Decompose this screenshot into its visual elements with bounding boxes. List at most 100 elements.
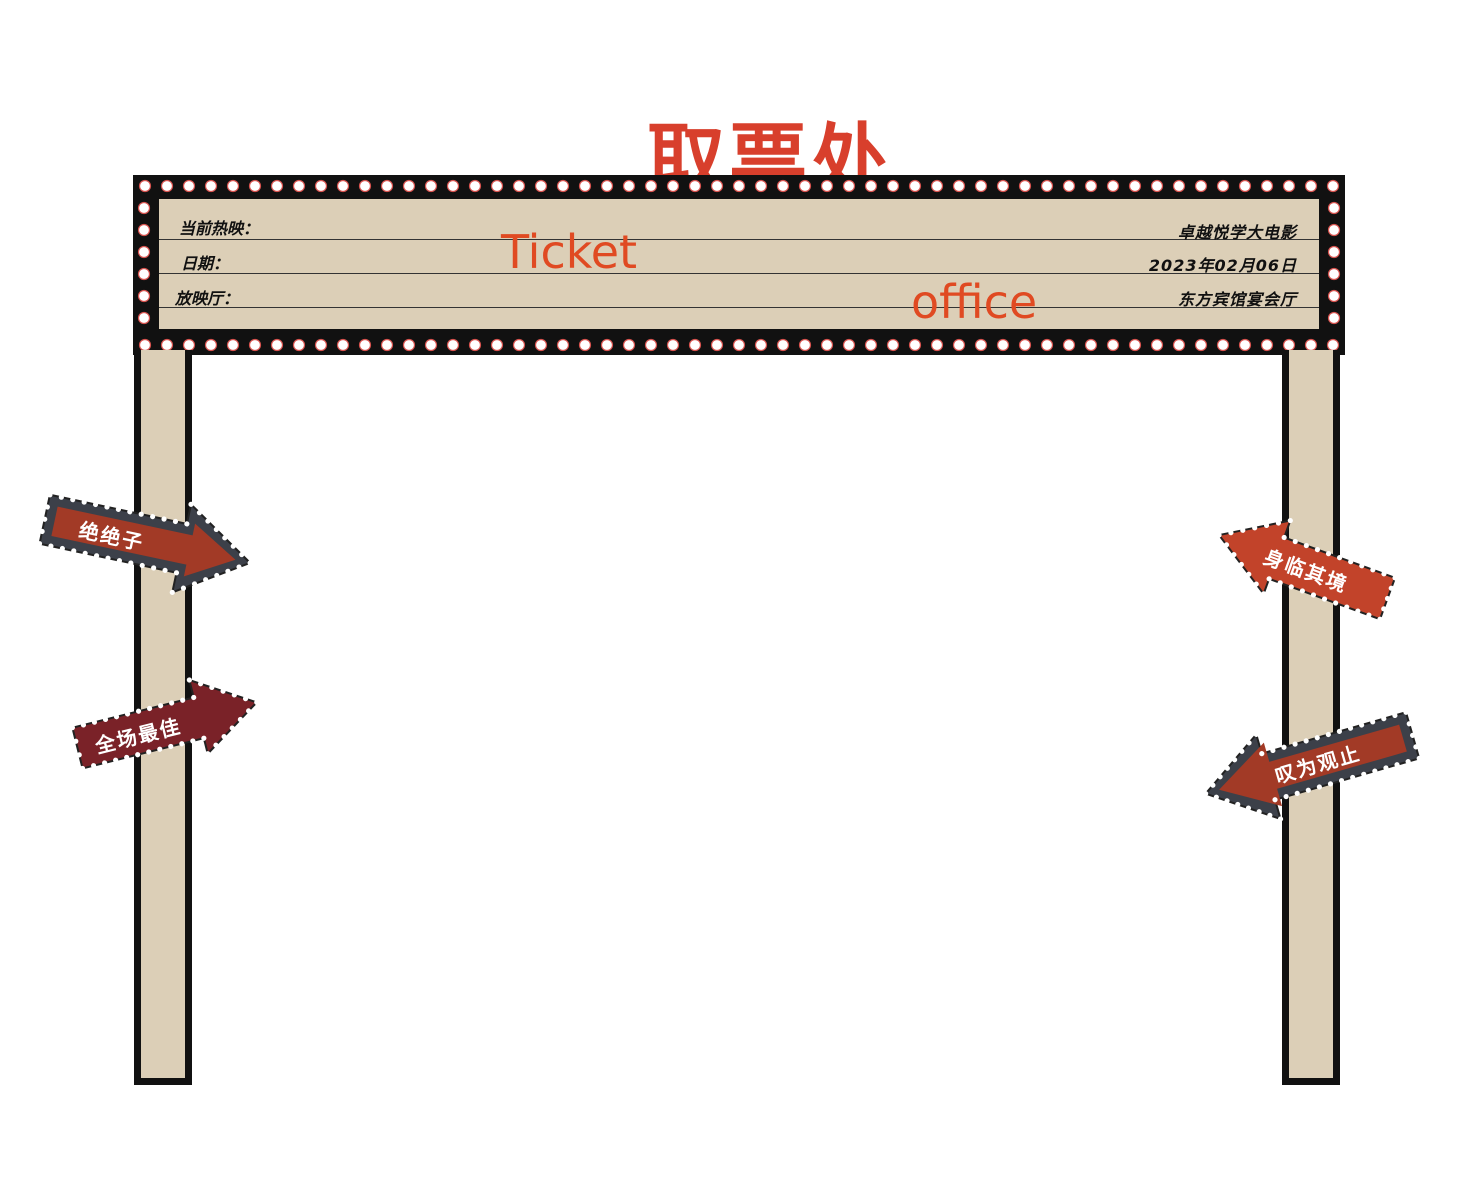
sign-bulb: [1246, 571, 1252, 577]
sign-bulb: [59, 545, 65, 552]
marquee-bulb: [710, 338, 724, 352]
marquee-bulb: [314, 338, 328, 352]
marquee-bulb: [226, 338, 240, 352]
sign-bulb: [113, 714, 120, 720]
sign-bulb: [1253, 731, 1259, 737]
marquee-bulb: [1327, 201, 1341, 215]
marquee-bulb: [842, 338, 856, 352]
marquee-bulb: [578, 179, 592, 193]
marquee-bulb: [204, 179, 218, 193]
sign-bulb: [1314, 546, 1321, 553]
marquee-bulb: [1304, 338, 1318, 352]
sign-bulb: [1383, 765, 1389, 771]
sign-bulb: [1256, 809, 1262, 815]
sign-bulb: [1224, 765, 1230, 771]
sign-bulb: [209, 684, 215, 691]
marquee-bulb: [204, 338, 218, 352]
marquee-bulb: [864, 338, 878, 352]
marquee-bulb: [468, 338, 482, 352]
sign-bulb: [188, 501, 194, 507]
sign-bulb: [115, 506, 121, 512]
sign-bulb: [186, 677, 192, 683]
sign-bulb: [91, 763, 97, 769]
sign-bulb: [168, 743, 174, 750]
marquee-bulb: [1216, 338, 1230, 352]
sign-bulb: [1305, 787, 1311, 793]
arrow-right-icon: [69, 677, 260, 772]
info-board: 当前热映： 卓越悦学大电影 日期： 2023年02月06日 放映厅： 东方宾馆宴…: [157, 197, 1321, 331]
marquee-bulb: [952, 338, 966, 352]
sign-bulb: [58, 494, 64, 500]
sign-bulb: [1259, 751, 1265, 757]
sign-bulb: [1277, 580, 1283, 586]
marquee-bulb: [490, 338, 504, 352]
marquee-bulb: [1106, 179, 1120, 193]
sign-bulb: [1303, 542, 1309, 549]
marquee-bulb: [820, 338, 834, 352]
marquee-bulb: [137, 311, 151, 325]
marquee-bulb: [1172, 179, 1186, 193]
marquee-bulb: [270, 338, 284, 352]
sign-bulb: [1381, 606, 1387, 612]
date-value: 2023年02月06日: [1148, 256, 1297, 275]
sign-bulb: [1336, 728, 1343, 734]
marquee-bulb: [314, 179, 328, 193]
marquee-bulb: [336, 179, 350, 193]
sign-bulb: [1231, 757, 1238, 763]
sign-bulb: [1325, 551, 1332, 557]
sign-bulb: [127, 509, 133, 515]
sign-bulb: [1261, 591, 1267, 597]
marquee-bulb: [512, 338, 526, 352]
marquee-bulb: [842, 179, 856, 193]
marquee-bulb: [1084, 338, 1098, 352]
sign-bulb: [1210, 782, 1216, 788]
marquee-bulb: [380, 179, 394, 193]
sign-bulb: [147, 705, 153, 712]
sign-bulb: [1235, 801, 1241, 808]
marquee-bulb: [556, 338, 570, 352]
marquee-bulb: [1327, 245, 1341, 259]
english-ticket: Ticket: [501, 225, 638, 279]
marquee-bulb: [886, 338, 900, 352]
sign-bulb: [1240, 527, 1246, 533]
sign-bulb: [158, 703, 164, 709]
marquee-bulb: [952, 179, 966, 193]
sign-bulb: [231, 692, 237, 698]
marquee-bulb: [534, 179, 548, 193]
marquee-bulb: [534, 338, 548, 352]
marquee-bulb: [776, 338, 790, 352]
sign-bulb: [71, 548, 77, 554]
sign-bulb: [1336, 555, 1343, 561]
sign-bulb: [69, 725, 76, 731]
sign-bulb: [1292, 538, 1298, 545]
sign-bulb: [138, 511, 144, 517]
sign-bulb: [1325, 731, 1331, 738]
sign-bulb: [102, 760, 108, 766]
sign-bulb: [205, 751, 211, 757]
marquee-bulb: [160, 338, 174, 352]
marquee-bulb: [732, 179, 746, 193]
sign-bulb: [1299, 588, 1305, 594]
marquee-bulb: [160, 179, 174, 193]
marquee-bulb: [137, 245, 151, 259]
sign-bulb: [1321, 596, 1328, 602]
sign-bulb: [1381, 716, 1387, 722]
arrow-sign-right-bottom: 叹为观止: [1196, 699, 1430, 837]
sign-bulb: [81, 499, 87, 505]
sign-bulb: [1270, 747, 1276, 754]
marquee-bulb: [446, 179, 460, 193]
sign-bulb: [1406, 721, 1412, 727]
sign-bulb: [79, 765, 86, 772]
marquee-bulb: [358, 179, 372, 193]
sign-bulb: [1277, 816, 1284, 822]
date-label: 日期：: [181, 254, 230, 273]
sign-bulb: [190, 738, 196, 744]
marquee-bulb: [182, 179, 196, 193]
marquee-bulb: [138, 338, 152, 352]
sign-bulb: [180, 697, 186, 703]
sign-bulb: [245, 708, 252, 714]
sign-bulb: [135, 708, 142, 714]
sign-bulb: [225, 568, 231, 574]
marquee-bulb: [1106, 338, 1120, 352]
marquee-bulb: [1150, 338, 1164, 352]
